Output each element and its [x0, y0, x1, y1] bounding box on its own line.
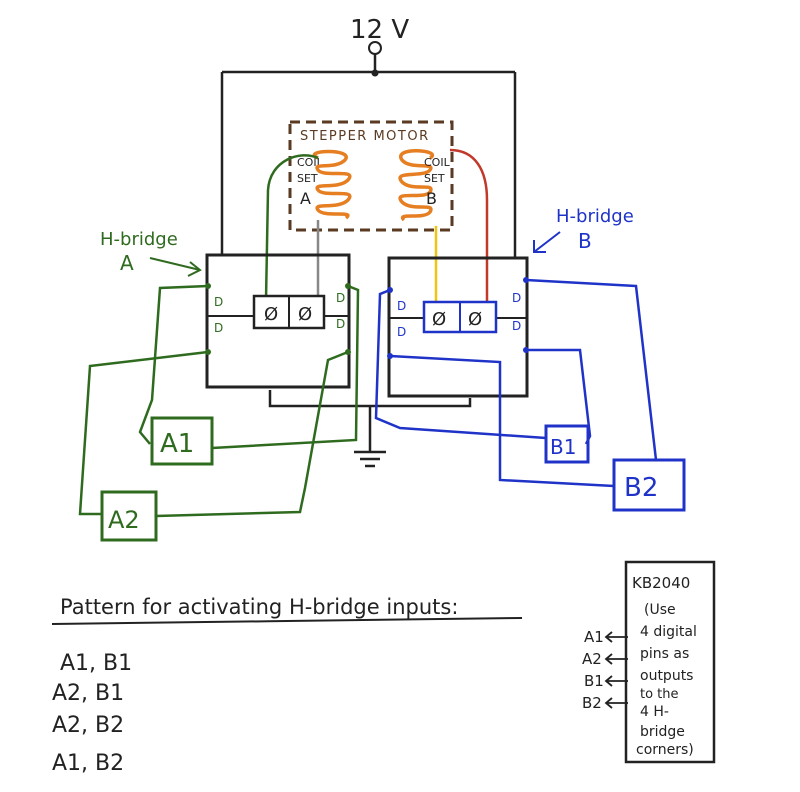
- wire-a1-right: [211, 284, 360, 450]
- controller-note-6: 4 H-: [640, 704, 669, 720]
- h-bridge-a-name-1: H-bridge: [100, 229, 178, 250]
- h-bridge-b-terminal-1: Ø: [432, 309, 446, 330]
- coil-a: COIL SET A: [297, 149, 352, 220]
- wire-a2: [78, 350, 209, 516]
- pattern-underline: [51, 617, 523, 625]
- input-a1-label: A1: [160, 429, 194, 459]
- controller-pin-b2-arrow: [604, 697, 628, 709]
- h-bridge-a-terminal-1: Ø: [264, 304, 278, 325]
- controller-note-2: 4 digital: [640, 624, 697, 640]
- h-bridge-b: Ø Ø D D D D: [387, 256, 529, 398]
- h-bridge-a-d-3: D: [336, 291, 345, 305]
- controller-board: [624, 560, 716, 764]
- input-a2-label: A2: [108, 506, 140, 534]
- coil-b-label-3: B: [426, 189, 437, 208]
- h-bridge-b-name-2: B: [578, 229, 592, 253]
- h-bridge-b-arrow: [533, 231, 561, 253]
- coil-b-label-1: COIL: [424, 156, 451, 169]
- coil-b-label-2: SET: [424, 172, 445, 185]
- controller-pin-b2: B2: [582, 694, 602, 712]
- h-bridge-b-board: [387, 256, 529, 398]
- pattern-step-3: A2, B2: [52, 713, 124, 738]
- h-bridge-a-d-1: D: [214, 295, 223, 309]
- stepper-motor-box: [288, 120, 454, 232]
- coil-a-winding: [312, 149, 352, 220]
- controller-note-3: pins as: [640, 646, 689, 662]
- wire-a2-right: [155, 350, 349, 518]
- controller-note-7: bridge: [640, 724, 685, 740]
- ground-wire: [268, 390, 472, 408]
- wire-b1: [374, 288, 547, 440]
- power-label: 12 V: [350, 15, 409, 45]
- controller-note-1: (Use: [644, 602, 676, 618]
- wire-b2: [389, 354, 615, 488]
- h-bridge-a-board: [205, 253, 351, 389]
- coil-a-label-3: A: [300, 189, 311, 208]
- pattern-step-4: A1, B2: [52, 751, 124, 776]
- h-bridge-b-d-1: D: [397, 299, 406, 313]
- h-bridge-b-d-3: D: [512, 291, 521, 305]
- controller-pin-b1: B1: [584, 672, 604, 690]
- coil-b-winding: [398, 149, 435, 222]
- h-bridge-b-d-4: D: [512, 319, 521, 333]
- controller-pin-a2-arrow: [604, 653, 628, 665]
- wire-coil-a-green: [264, 154, 319, 301]
- controller-pin-a2: A2: [582, 650, 602, 668]
- controller-pin-a1-arrow: [604, 631, 628, 643]
- pattern-step-2: A2, B1: [52, 681, 124, 706]
- h-bridge-b-d-2: D: [397, 325, 406, 339]
- input-a2-box: [100, 490, 158, 542]
- wire-coil-b-red: [449, 148, 489, 302]
- h-bridge-a-terminal-2: Ø: [298, 304, 312, 325]
- coil-a-label-2: SET: [297, 172, 318, 185]
- controller-note-8: corners): [636, 742, 694, 758]
- controller-note-5: to the: [640, 687, 679, 702]
- controller-pin-b1-arrow: [604, 675, 628, 687]
- controller-note-4: outputs: [640, 668, 693, 684]
- controller-pin-a1: A1: [584, 628, 604, 646]
- h-bridge-a-d-2: D: [214, 321, 223, 335]
- pattern-title: Pattern for activating H-bridge inputs:: [60, 595, 458, 619]
- h-bridge-a-d-4: D: [336, 317, 345, 331]
- coil-b: COIL SET B: [398, 149, 451, 222]
- h-bridge-a: Ø Ø D D D D: [205, 253, 351, 389]
- h-bridge-a-name-2: A: [120, 251, 134, 275]
- wire-b1-right: [526, 348, 592, 445]
- input-a1-box: [150, 416, 214, 466]
- stepper-motor-title: STEPPER MOTOR: [300, 129, 430, 144]
- h-bridge-b-name-1: H-bridge: [556, 206, 634, 227]
- controller-name: KB2040: [632, 574, 690, 592]
- wire-a1: [138, 284, 209, 445]
- h-bridge-b-terminal-2: Ø: [468, 309, 482, 330]
- input-b1-label: B1: [550, 435, 576, 459]
- input-b2-box: [612, 458, 686, 512]
- h-bridge-a-arrow: [149, 257, 202, 277]
- input-b2-label: B2: [624, 473, 658, 503]
- pattern-step-1: A1, B1: [60, 651, 132, 676]
- input-b1-box: [544, 424, 590, 464]
- wire-b2-right: [525, 278, 658, 461]
